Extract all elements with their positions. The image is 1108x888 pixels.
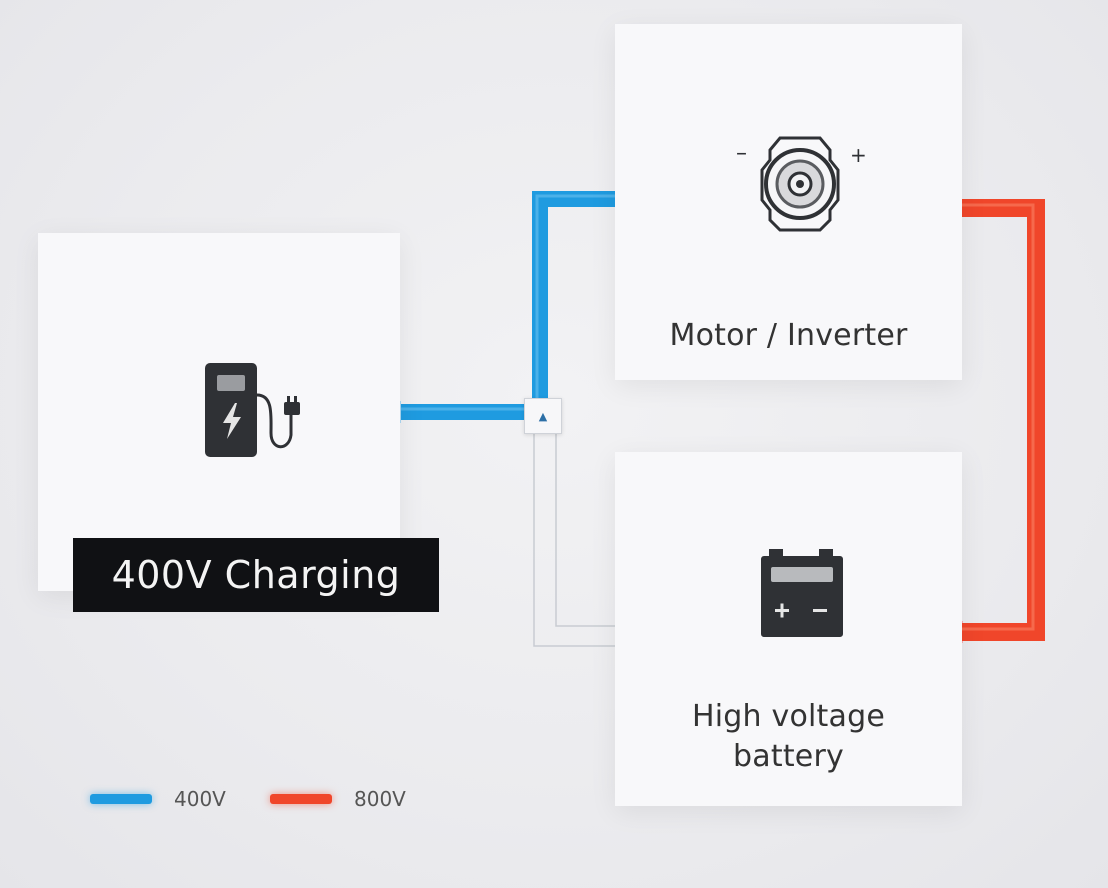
ev-charger-icon xyxy=(205,363,300,457)
legend-swatch-400v xyxy=(90,794,152,804)
motor-icon: – + xyxy=(736,136,867,232)
wire-400v xyxy=(401,191,616,420)
legend-label-800v: 800V xyxy=(354,787,406,811)
motor-inverter-label: Motor / Inverter xyxy=(669,318,908,353)
battery-label: High voltage battery xyxy=(692,699,885,774)
junction-icon: ▲ xyxy=(524,398,562,434)
legend-swatch-800v xyxy=(270,794,332,804)
battery-panel: High voltage battery xyxy=(615,452,962,806)
svg-text:–: – xyxy=(736,141,747,166)
svg-text:+: + xyxy=(850,143,867,167)
legend-item-400v: 400V xyxy=(90,787,226,811)
legend-label-400v: 400V xyxy=(174,787,226,811)
legend-item-800v: 800V xyxy=(270,787,406,811)
charging-badge: 400V Charging xyxy=(73,538,439,612)
wire-800v xyxy=(962,199,1045,641)
signal-line xyxy=(533,432,615,647)
battery-icon xyxy=(761,549,843,637)
